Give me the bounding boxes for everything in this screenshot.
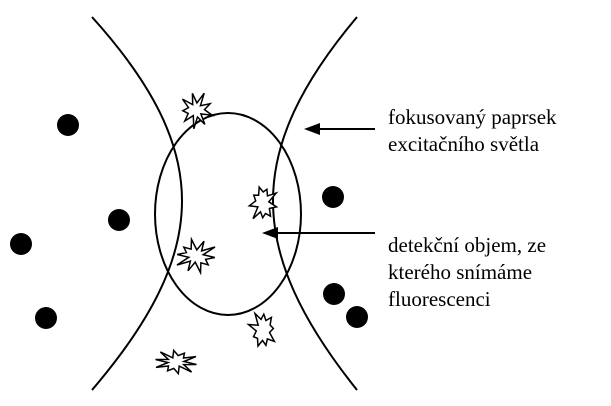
arrow-beam-head xyxy=(304,123,320,135)
molecule-dot xyxy=(322,186,344,208)
molecules-group xyxy=(10,114,368,329)
label-focused-beam-line-2: excitačního světla xyxy=(388,131,557,158)
label-focused-beam-line-1: fokusovaný paprsek xyxy=(388,104,557,131)
label-detection-volume: detekční objem, ze kterého snímáme fluor… xyxy=(388,232,546,313)
detection-volume-ellipse xyxy=(155,113,301,315)
molecule-dot xyxy=(57,114,79,136)
fluorescing-molecules-group xyxy=(156,93,277,373)
label-detection-volume-line-2: kterého snímáme xyxy=(388,259,546,286)
fluorescing-molecule-starburst xyxy=(177,239,215,272)
label-focused-beam: fokusovaný paprsek excitačního světla xyxy=(388,104,557,158)
molecule-dot xyxy=(35,307,57,329)
beam-right-boundary xyxy=(273,17,357,390)
molecule-dot xyxy=(323,283,345,305)
label-detection-volume-line-3: fluorescenci xyxy=(388,286,546,313)
fluorescing-molecule-starburst xyxy=(156,350,197,373)
molecule-dot xyxy=(346,306,368,328)
molecule-dot xyxy=(108,209,130,231)
label-detection-volume-line-1: detekční objem, ze xyxy=(388,232,546,259)
arrow-volume-head xyxy=(262,227,278,239)
fluorescing-molecule-starburst xyxy=(249,314,275,347)
beam-left-boundary xyxy=(92,17,182,390)
molecule-dot xyxy=(10,233,32,255)
